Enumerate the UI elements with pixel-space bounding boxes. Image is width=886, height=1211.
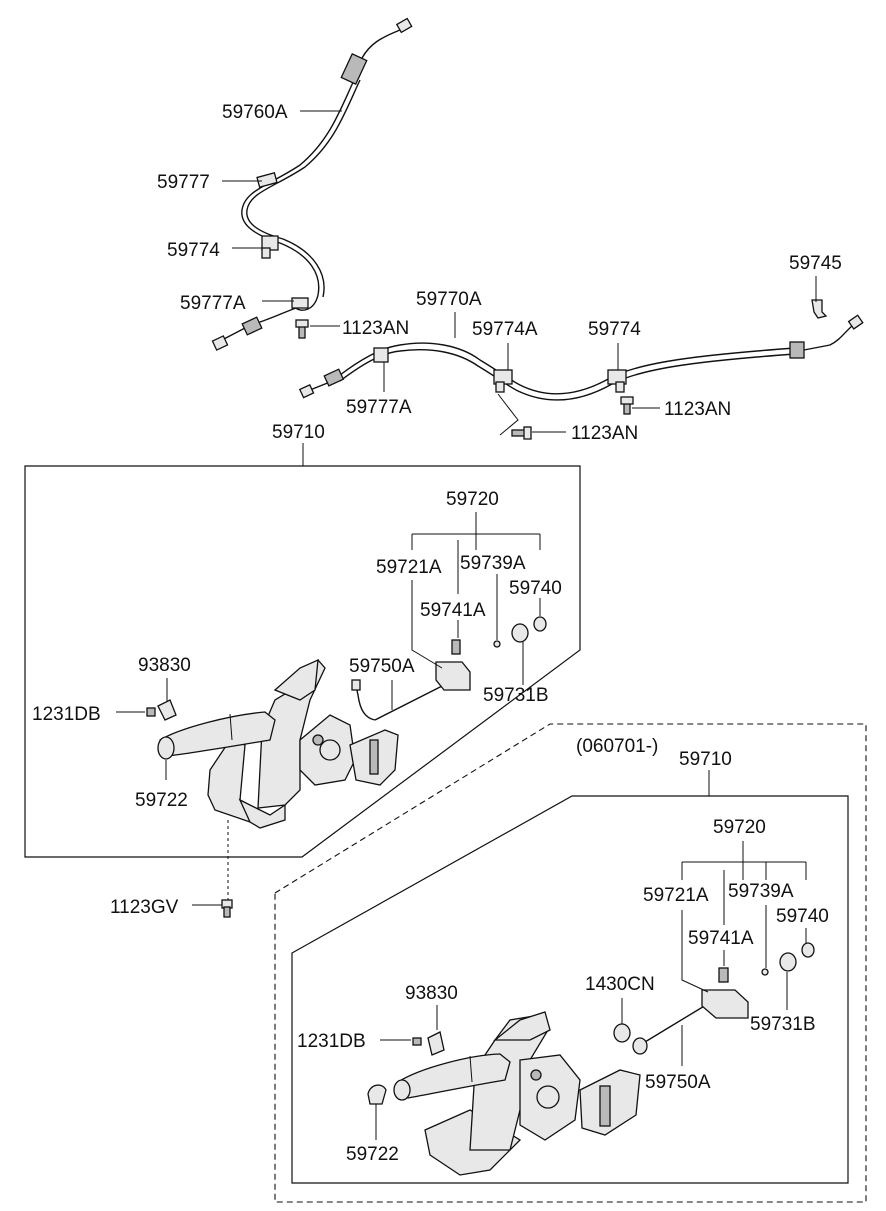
label-59740-b: 59740	[776, 906, 829, 927]
label-59741A-a: 59741A	[420, 600, 486, 621]
clip-93830-b	[427, 1031, 445, 1056]
label-59720-a: 59720	[446, 489, 499, 510]
label-59721A-b: 59721A	[643, 885, 709, 906]
bolt-59741A-a	[451, 639, 461, 655]
bolt-59741A-b	[718, 967, 729, 983]
part-labels: 59760A 59777 59774 59777A 1123AN 59770A …	[32, 102, 842, 1165]
label-59745: 59745	[789, 253, 842, 274]
label-59721A-a: 59721A	[376, 557, 442, 578]
label-1123AN-a: 1123AN	[342, 318, 409, 339]
bolt-1123AN-b	[620, 396, 634, 415]
label-59740-a: 59740	[509, 578, 562, 599]
cap-59722-b	[367, 1084, 387, 1105]
label-59720-b: 59720	[713, 817, 766, 838]
grommet-1430CN	[613, 1023, 631, 1043]
clip-93830-a	[157, 699, 177, 721]
label-1123GV: 1123GV	[110, 897, 179, 918]
parking-brake-lever-assembly-a	[146, 616, 547, 918]
bolt-1231DB-a	[146, 707, 156, 717]
parking-brake-lever-assembly-b	[367, 942, 815, 1176]
label-1123AN-c: 1123AN	[571, 423, 638, 444]
assembly-frame-59710-b	[291, 795, 849, 1184]
label-1123AN-b: 1123AN	[664, 399, 731, 420]
label-59722-b: 59722	[346, 1144, 399, 1165]
leader-lines	[116, 110, 817, 1140]
bolt-1123AN-c	[511, 426, 532, 440]
label-59722-a: 59722	[135, 790, 188, 811]
rear-brake-cable-left	[211, 17, 413, 351]
bolt-1123AN-a	[295, 319, 309, 339]
label-1231DB-b: 1231DB	[297, 1031, 366, 1052]
label-59777A-top: 59777A	[180, 293, 246, 314]
label-060701: (060701-)	[576, 736, 658, 757]
label-59777A-low: 59777A	[346, 397, 412, 418]
label-93830-a: 93830	[138, 655, 191, 676]
label-59774-top: 59774	[167, 240, 220, 261]
label-59750A-b: 59750A	[645, 1072, 711, 1093]
bolt-1231DB-b	[412, 1037, 422, 1046]
label-59774A: 59774A	[472, 319, 538, 340]
retainer-clip-59745	[811, 299, 828, 319]
label-59777: 59777	[157, 172, 210, 193]
cable-clip-59777A	[291, 297, 309, 309]
label-93830-b: 93830	[405, 983, 458, 1004]
assembly-frame-59710	[24, 465, 581, 858]
cable-clip-59777A-low	[373, 347, 389, 363]
label-59710-a: 59710	[272, 422, 325, 443]
label-59739A-a: 59739A	[460, 553, 526, 574]
nut-59739A-b	[761, 968, 769, 976]
nut-59739A-a	[493, 640, 501, 648]
label-59770A: 59770A	[416, 289, 482, 310]
label-59710-b: 59710	[679, 749, 732, 770]
rear-brake-cable-right	[298, 299, 864, 440]
label-1231DB-a: 1231DB	[32, 704, 101, 725]
label-59774-right: 59774	[588, 319, 641, 340]
bushing-59731B-a	[511, 623, 529, 643]
cable-clip-59777	[256, 172, 278, 188]
label-59750A-a: 59750A	[349, 656, 415, 677]
label-1430CN: 1430CN	[585, 974, 655, 995]
label-59731B-a: 59731B	[483, 685, 549, 706]
bushing-59740-b	[801, 942, 815, 958]
bushing-59740-a	[533, 616, 547, 632]
label-59741A-b: 59741A	[688, 928, 754, 949]
label-59739A-b: 59739A	[728, 881, 794, 902]
label-59731B-b: 59731B	[750, 1014, 816, 1035]
label-59760A: 59760A	[222, 102, 288, 123]
bolt-1123GV	[221, 899, 233, 918]
bushing-59731B-b	[779, 952, 797, 972]
